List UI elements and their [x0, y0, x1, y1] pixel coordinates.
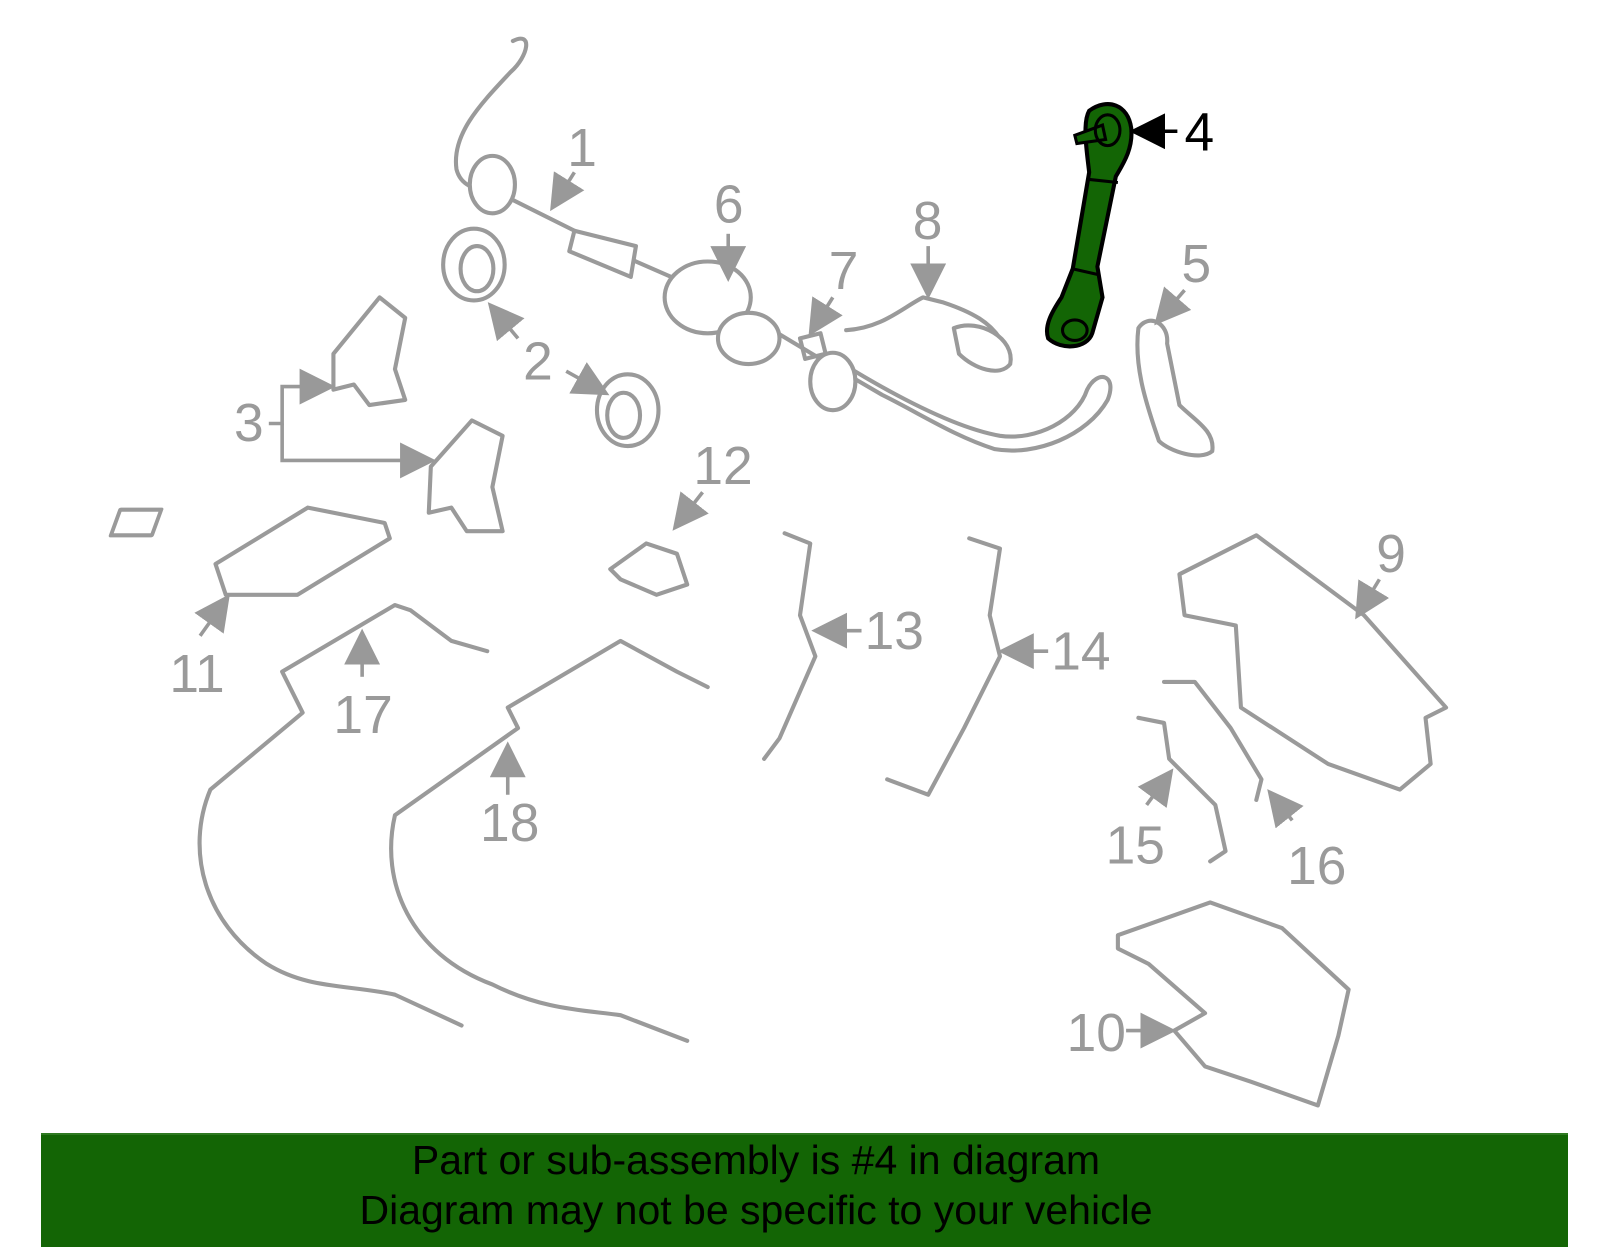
- stabilizer-link-part-4[interactable]: [1045, 102, 1134, 349]
- bracket-parts[interactable]: [331, 295, 505, 534]
- callout-9: 9: [1376, 525, 1406, 584]
- brake-line-part-17[interactable]: [197, 602, 490, 1028]
- brake-line-part-18[interactable]: [389, 638, 710, 1043]
- callout-18: 18: [480, 794, 539, 853]
- callout-14: 14: [1051, 623, 1110, 682]
- callout-6: 6: [714, 176, 744, 235]
- callout-3: 3: [234, 394, 264, 453]
- sensor-line-part-14[interactable]: [885, 536, 1003, 797]
- clip-part-7[interactable]: [797, 331, 828, 361]
- valve-block-part-9[interactable]: [1177, 533, 1449, 792]
- callout-13: 13: [865, 602, 924, 661]
- callout-10: 10: [1067, 1004, 1126, 1063]
- callout-1: 1: [567, 119, 597, 178]
- module-part-11[interactable]: [213, 505, 392, 597]
- callout-15: 15: [1106, 816, 1165, 875]
- banner-line-2: Diagram may not be specific to your vehi…: [359, 1187, 1153, 1233]
- callout-7: 7: [829, 242, 859, 301]
- sensor-part-12[interactable]: [608, 541, 690, 597]
- banner-line-1: Part or sub-assembly is #4 in diagram: [411, 1137, 1101, 1183]
- bracket-part-5[interactable]: [1135, 318, 1215, 458]
- part-info-banner: Part or sub-assembly is #4 in diagram Di…: [41, 1133, 1568, 1247]
- mount-bracket-part-10[interactable]: [1115, 900, 1351, 1108]
- bushing-parts[interactable]: [441, 226, 661, 449]
- hose-part-16[interactable]: [1161, 679, 1264, 802]
- hose-part-15[interactable]: [1136, 715, 1228, 864]
- callout-2: 2: [523, 332, 553, 391]
- callout-16: 16: [1287, 837, 1346, 896]
- callout-11: 11: [169, 645, 224, 704]
- callout-12: 12: [693, 437, 752, 496]
- callout-5: 5: [1181, 235, 1211, 294]
- sensor-line-part-13[interactable]: [762, 531, 818, 761]
- callout-8: 8: [913, 192, 943, 251]
- callout-4: 4: [1185, 104, 1215, 163]
- sensor-part-8[interactable]: [844, 295, 1013, 373]
- stabilizer-bar-part[interactable]: [453, 36, 1113, 453]
- connector-icon: [108, 507, 164, 538]
- callout-17: 17: [333, 686, 392, 745]
- callout-leaders: [194, 113, 1390, 1049]
